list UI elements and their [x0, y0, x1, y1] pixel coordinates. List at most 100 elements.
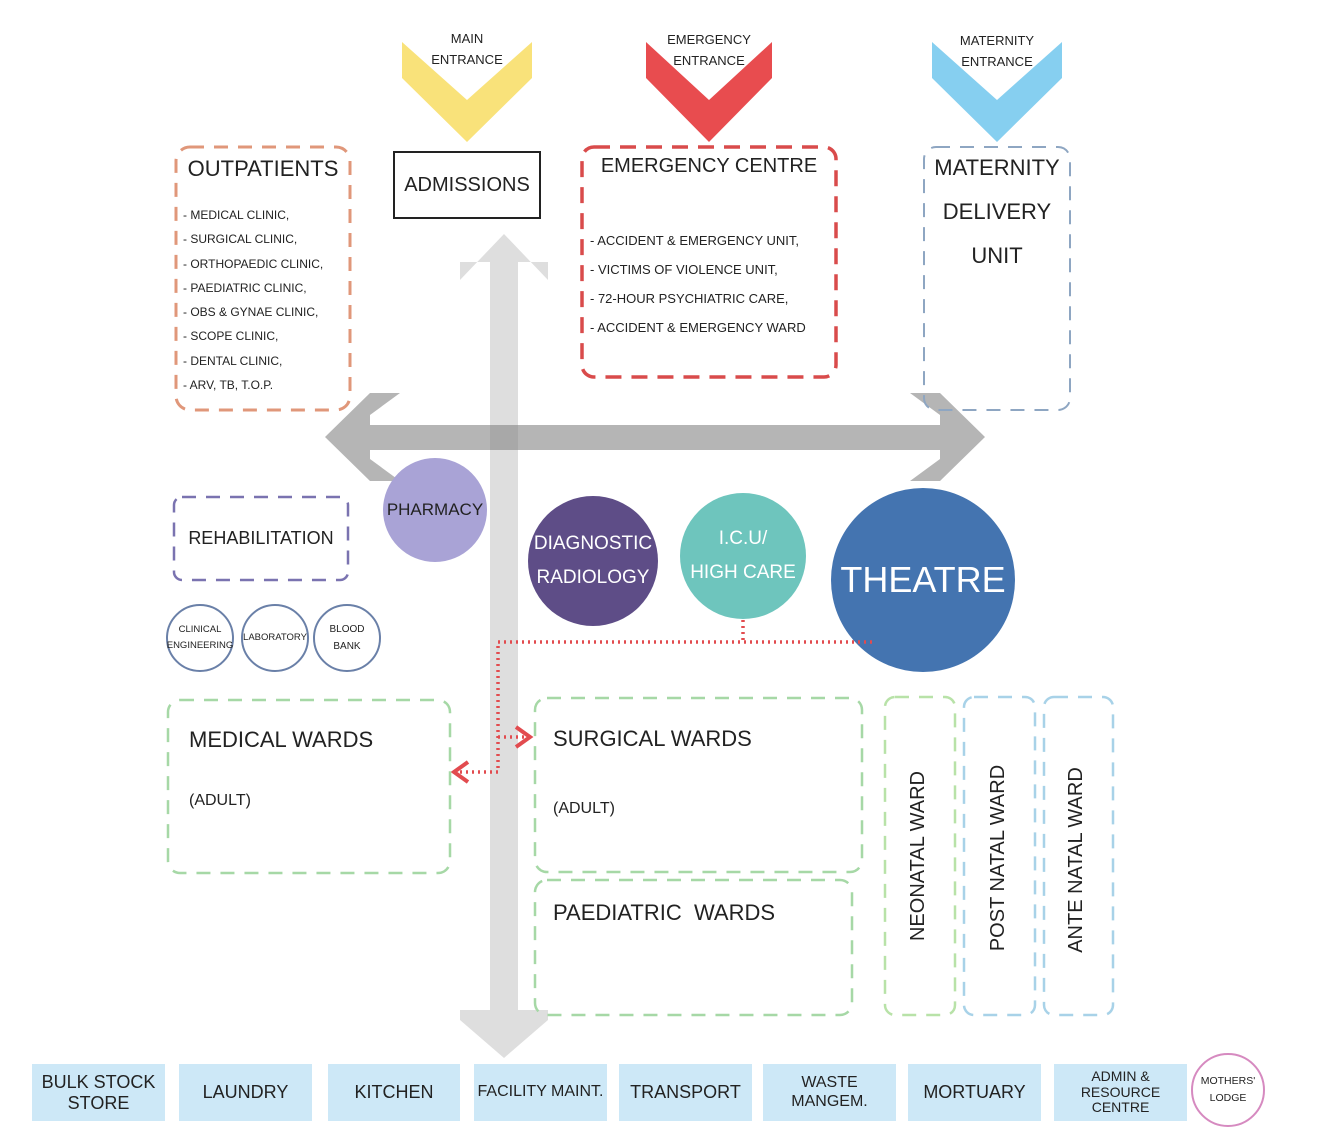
list-item: - DENTAL CLINIC,: [183, 353, 283, 368]
emergency-entrance-label-2: ENTRANCE: [673, 53, 745, 68]
diagnostic-radiology-label-2: RADIOLOGY: [536, 567, 650, 588]
clinical-engineering-label: CLINICAL ENGINEERING: [165, 605, 235, 671]
icu-circle: [680, 493, 806, 619]
emergency-entrance-label-1: EMERGENCY: [667, 32, 751, 48]
main-entrance-chevron: [402, 42, 532, 142]
medical-wards-box: [166, 698, 452, 875]
blood-bank-label-2: BANK: [333, 641, 361, 652]
icu-label: I.C.U/ HIGH CARE: [680, 493, 806, 619]
admin-resource-centre-label-1: ADMIN &: [1091, 1068, 1150, 1085]
bulk-stock-store-label-2: STORE: [67, 1092, 130, 1113]
icu-label-1: I.C.U/: [718, 528, 768, 549]
admissions-title: ADMISSIONS: [404, 173, 530, 196]
mortuary-box: [908, 1064, 1041, 1121]
pharmacy-label: PHARMACY: [386, 500, 484, 520]
paediatric-wards-box: [533, 878, 854, 1017]
emergency-centre-box: [580, 145, 838, 379]
diagnostic-radiology-label: DIAGNOSTIC RADIOLOGY: [528, 496, 658, 626]
clinical-engineering-label-2: ENGINEERING: [166, 640, 234, 651]
laboratory-circle: [241, 604, 309, 672]
diagnostic-radiology-label-1: DIAGNOSTIC: [533, 533, 653, 554]
icu-label-2: HIGH CARE: [690, 562, 796, 583]
bulk-stock-store-box: [32, 1064, 165, 1121]
diagnostic-radiology-circle: [528, 496, 658, 626]
list-item: - ORTHOPAEDIC CLINIC,: [183, 256, 324, 271]
arrow-to-medical-wards-icon: [450, 760, 470, 784]
surgical-wards-sub: (ADULT): [553, 800, 615, 817]
admin-resource-centre-label: ADMIN & RESOURCE CENTRE: [1056, 1064, 1185, 1121]
post-natal-ward-box: [962, 695, 1037, 1017]
bulk-stock-store-label-1: BULK STOCK: [41, 1071, 156, 1092]
emergency-entrance-chevron: [646, 42, 772, 142]
emergency-centre-list: - ACCIDENT & EMERGENCY UNIT, - VICTIMS O…: [590, 226, 830, 342]
laundry-box: [179, 1064, 312, 1121]
list-item: - VICTIMS OF VIOLENCE UNIT,: [590, 262, 778, 277]
emergency-entrance-label: EMERGENCY ENTRANCE: [649, 29, 769, 73]
maternity-entrance-chevron: [932, 42, 1062, 142]
blood-bank-label: BLOOD BANK: [312, 605, 382, 671]
maternity-entrance-label: MATERNITY ENTRANCE: [937, 30, 1057, 74]
admissions-box: [393, 151, 541, 219]
emergency-centre-title: EMERGENCY CENTRE: [600, 155, 818, 177]
blood-bank-label-1: BLOOD: [329, 624, 365, 635]
admin-resource-centre-box: [1054, 1064, 1187, 1121]
rehabilitation-label: REHABILITATION: [188, 528, 334, 549]
maternity-delivery-box: [923, 146, 1071, 411]
list-item: - OBS & GYNAE CLINIC,: [183, 305, 319, 320]
medical-wards-sub: (ADULT): [189, 792, 251, 809]
mothers-lodge-label-1: MOTHERS': [1200, 1075, 1256, 1087]
maternity-entrance-label-2: ENTRANCE: [961, 54, 1033, 69]
laboratory-label: LABORATORY: [243, 631, 307, 643]
admin-resource-centre-label-2: RESOURCE CENTRE: [1080, 1083, 1161, 1116]
ante-natal-ward-label: ANTE NATAL WARD: [1065, 767, 1087, 953]
list-item: - ACCIDENT & EMERGENCY UNIT,: [590, 233, 799, 248]
kitchen-box: [328, 1064, 460, 1121]
facility-maintenance-label: FACILITY MAINT.: [477, 1083, 604, 1101]
services-row: [32, 1064, 1187, 1121]
facility-maintenance-box: [474, 1064, 607, 1121]
maternity-delivery-line-1: MATERNITY: [934, 155, 1060, 180]
waste-management-box: [763, 1064, 896, 1121]
arrow-to-surgical-wards-icon: [514, 725, 534, 749]
main-entrance-label: MAIN ENTRANCE: [407, 28, 527, 72]
medical-wards-title: MEDICAL WARDS: [189, 727, 374, 752]
maternity-delivery-line-3: UNIT: [971, 243, 1023, 268]
outpatients-box: [174, 145, 352, 412]
list-item: - PAEDIATRIC CLINIC,: [183, 280, 307, 295]
paediatric-wards-title: PAEDIATRIC WARDS: [553, 900, 776, 925]
list-item: - 72-HOUR PSYCHIATRIC CARE,: [590, 291, 789, 306]
list-item: - ACCIDENT & EMERGENCY WARD: [590, 320, 806, 335]
vertical-corridor-arrow: [460, 234, 548, 1058]
mothers-lodge-circle: [1191, 1053, 1265, 1127]
list-item: - SCOPE CLINIC,: [183, 329, 279, 344]
neonatal-ward-label: NEONATAL WARD: [907, 771, 929, 942]
maternity-delivery-label: MATERNITY DELIVERY UNIT: [926, 146, 1068, 278]
post-natal-ward-label: POST NATAL WARD: [987, 764, 1009, 952]
pharmacy-circle: [383, 458, 487, 562]
patient-flow-arrows: [458, 620, 872, 774]
outpatients-title: OUTPATIENTS: [187, 156, 339, 181]
laundry-label: LAUNDRY: [202, 1082, 289, 1103]
laboratory-label-wrap: LABORATORY: [240, 605, 310, 671]
clinical-engineering-label-1: CLINICAL: [178, 624, 222, 635]
list-item: - SURGICAL CLINIC,: [183, 232, 298, 247]
surgical-wards-box: [533, 696, 864, 874]
bulk-stock-store-label: BULK STOCK STORE: [34, 1064, 163, 1121]
theatre-circle: [831, 488, 1015, 672]
horizontal-corridor-arrow: [325, 393, 985, 481]
theatre-label: THEATRE: [840, 559, 1006, 601]
mortuary-label: MORTUARY: [923, 1082, 1026, 1103]
list-item: - MEDICAL CLINIC,: [183, 208, 290, 222]
blood-bank-circle: [313, 604, 381, 672]
clinical-engineering-circle: [166, 604, 234, 672]
maternity-delivery-line-2: DELIVERY: [942, 199, 1052, 224]
main-entrance-label-1: MAIN: [450, 31, 484, 47]
rehabilitation-box: [172, 495, 350, 582]
outpatients-list: - MEDICAL CLINIC, - SURGICAL CLINIC, - O…: [183, 203, 348, 397]
maternity-entrance-label-1: MATERNITY: [959, 33, 1035, 49]
transport-label: TRANSPORT: [630, 1082, 741, 1103]
waste-management-label: WASTE MANGEM.: [791, 1074, 868, 1110]
transport-box: [619, 1064, 752, 1121]
surgical-wards-title: SURGICAL WARDS: [553, 726, 752, 751]
